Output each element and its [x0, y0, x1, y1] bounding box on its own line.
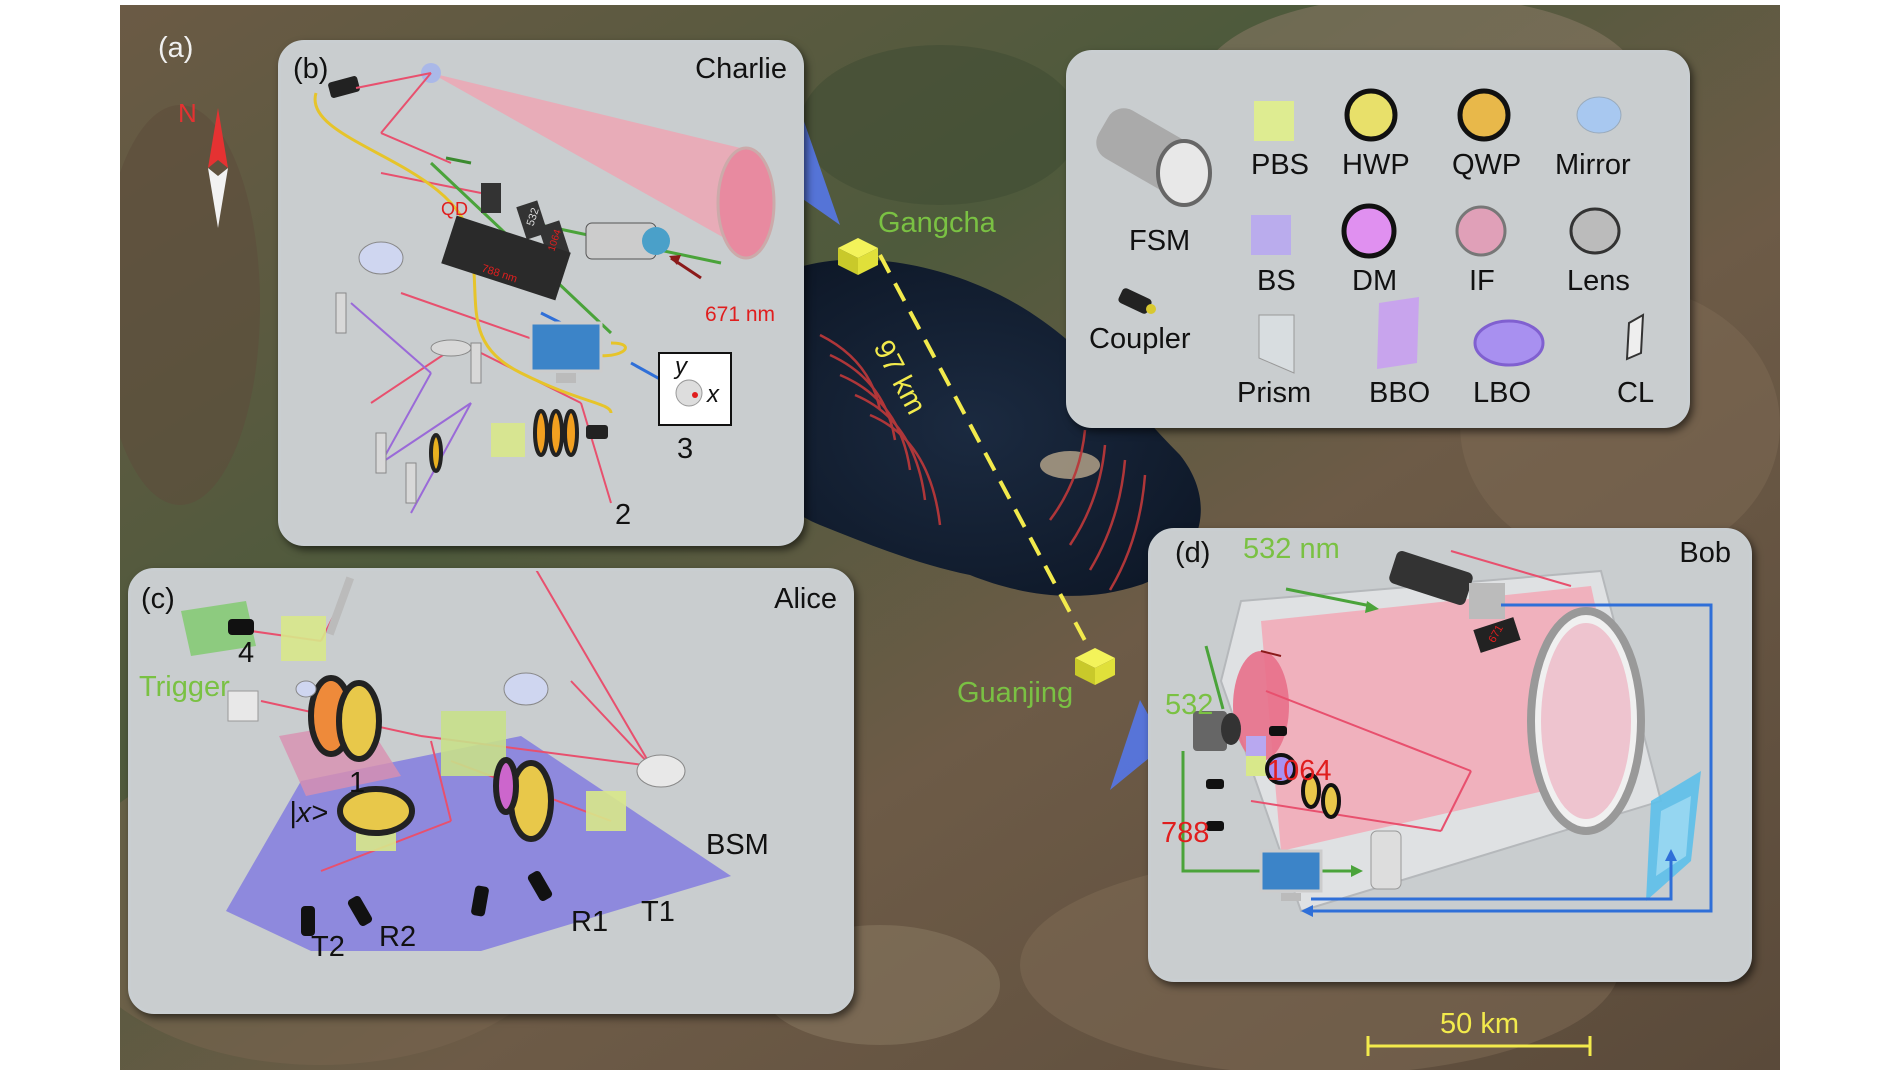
legend-label-lbo: LBO — [1473, 377, 1532, 409]
dm-disc-icon — [1341, 203, 1397, 259]
north-label: N — [178, 98, 197, 128]
panel-c-tag: (c) — [141, 583, 175, 615]
cl-plate-icon — [1625, 313, 1645, 361]
panel-a-tag: (a) — [158, 32, 194, 64]
prism-icon — [1258, 314, 1295, 374]
label-qd: QD — [441, 199, 468, 219]
label-r2: R2 — [379, 921, 417, 953]
bob-setup-diagram — [1181, 550, 1713, 917]
label-axis-x: x — [707, 381, 719, 408]
scale-bar-label: 50 km — [1440, 1008, 1519, 1040]
hwp-disc-icon — [1344, 88, 1398, 142]
north-arrow-icon — [208, 108, 228, 228]
bbo-crystal-icon — [1377, 297, 1419, 369]
legend-label-if: IF — [1469, 265, 1495, 297]
label-t2: T2 — [311, 931, 345, 963]
panel-bob: (d) Bob 532 nm 532 1064 788 671 — [1148, 528, 1752, 982]
legend-label-lens: Lens — [1567, 265, 1630, 297]
legend-label-fsm: FSM — [1129, 225, 1191, 257]
link-dashed-line — [878, 254, 1092, 651]
legend-label-qwp: QWP — [1452, 149, 1522, 181]
label-port-2: 2 — [615, 499, 632, 531]
gangcha-marker — [838, 238, 878, 275]
legend-panel: FSM PBS HWP QWP Mirror BS DM IF Lens Cou… — [1066, 50, 1690, 428]
charlie-setup-diagram — [313, 63, 776, 514]
panel-d-tag: (d) — [1175, 537, 1211, 569]
label-532nm: 532 nm — [1243, 533, 1340, 565]
if-disc-icon — [1455, 205, 1507, 257]
legend-label-cl: CL — [1617, 377, 1655, 409]
label-trigger: Trigger — [139, 671, 230, 703]
pbs-cube-icon — [1254, 101, 1294, 141]
lbo-crystal-icon — [1473, 319, 1545, 367]
bs-cube-icon — [1251, 215, 1291, 255]
panel-c-title: Alice — [774, 583, 837, 615]
panel-b-tag: (b) — [293, 53, 329, 85]
panel-b-title: Charlie — [695, 53, 787, 85]
legend-label-pbs: PBS — [1251, 149, 1310, 181]
label-ket-x: |x> — [289, 797, 328, 829]
legend-label-bbo: BBO — [1369, 377, 1431, 409]
fsm-telescope-icon — [1096, 108, 1212, 207]
legend-label-coupler: Coupler — [1089, 323, 1191, 355]
label-r1: R1 — [571, 906, 609, 938]
panel-d-title: Bob — [1679, 537, 1731, 569]
label-t1: T1 — [641, 896, 675, 928]
site-label-gangcha: Gangcha — [878, 207, 996, 239]
legend-label-prism: Prism — [1237, 377, 1312, 409]
scale-bar — [1366, 1036, 1592, 1056]
label-bsm: BSM — [706, 829, 769, 861]
label-port-3: 3 — [677, 433, 694, 465]
panel-charlie: (b) Charlie QD 671 nm 532 1064 788 nm 3 … — [278, 40, 804, 546]
label-671nm: 671 nm — [705, 303, 776, 326]
site-label-guanjing: Guanjing — [957, 677, 1074, 709]
panel-alice: (c) Alice 4 Trigger 1 |x> BSM T2 R2 R1 T… — [128, 568, 854, 1014]
label-port-1: 1 — [349, 767, 366, 799]
legend-icons — [1096, 88, 1645, 374]
legend-label-mirror: Mirror — [1555, 149, 1631, 181]
label-788: 788 — [1161, 817, 1210, 849]
legend-label-dm: DM — [1352, 265, 1398, 297]
label-532: 532 — [1165, 689, 1214, 721]
coupler-icon — [1118, 288, 1156, 314]
legend-label-hwp: HWP — [1342, 149, 1410, 181]
alice-setup-diagram — [181, 571, 731, 951]
mirror-icon — [1576, 96, 1622, 134]
qwp-disc-icon — [1457, 88, 1511, 142]
legend-label-bs: BS — [1257, 265, 1296, 297]
lens-icon — [1569, 207, 1621, 255]
label-1064: 1064 — [1267, 755, 1332, 787]
label-axis-y: y — [675, 353, 687, 380]
guanjing-marker — [1075, 648, 1115, 685]
label-port-4: 4 — [238, 637, 255, 669]
